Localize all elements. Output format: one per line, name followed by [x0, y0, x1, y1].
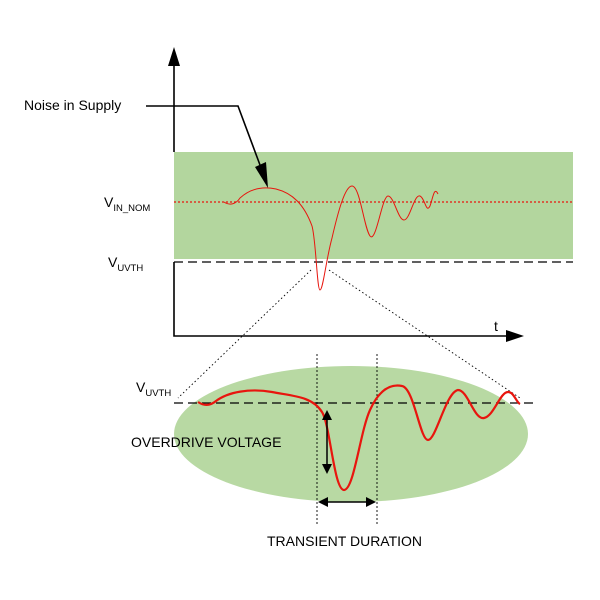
v-uvth-label-zoom: VUVTH [136, 379, 171, 399]
noise-waveform-top [223, 185, 439, 291]
y-axis-arrowhead [168, 47, 180, 66]
zoom-projection-left [177, 269, 312, 399]
noise-callout-arrowhead [255, 162, 268, 188]
v-uvth-label-top: VUVTH [108, 254, 143, 274]
v-in-nom-label: VIN_NOM [104, 194, 150, 214]
noise-in-supply-label: Noise in Supply [24, 97, 121, 113]
noise-waveform-zoom [197, 384, 521, 492]
lower-axis-segment [173, 262, 512, 337]
noise-callout-leader [146, 105, 261, 166]
zoom-ellipse [174, 366, 528, 502]
x-axis-arrowhead [506, 330, 524, 342]
overdrive-voltage-label: OVERDRIVE VOLTAGE [131, 434, 281, 450]
supply-band [174, 152, 573, 259]
transient-duration-label: TRANSIENT DURATION [267, 533, 422, 549]
time-axis-label: t [494, 318, 498, 334]
